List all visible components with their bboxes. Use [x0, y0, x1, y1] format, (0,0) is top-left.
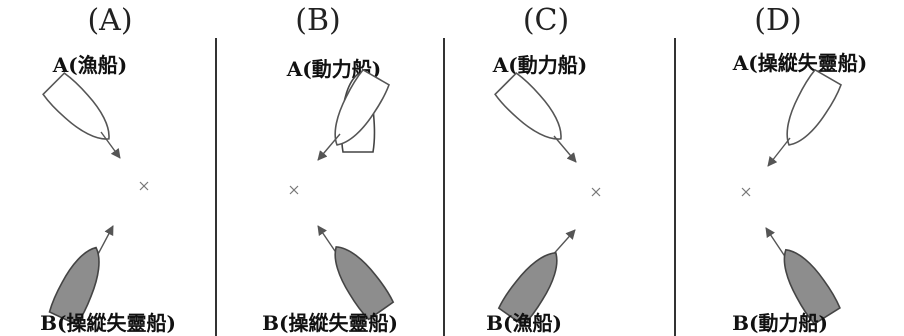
ship-a-label: A(動力船) — [492, 53, 587, 77]
panel-c: (C) A(動力船) B(漁船) — [486, 3, 601, 335]
ship-a-course-arrow — [100, 131, 121, 159]
ship-a-icon — [41, 71, 122, 152]
collision-point-icon — [741, 187, 751, 197]
panel-b: (B) A(動力船) B(操縱失靈船) — [262, 3, 398, 335]
panel-a: (A) A(漁船) B(操縱失靈船) — [40, 3, 176, 335]
ship-a-label: A(操縱失靈船) — [732, 51, 867, 75]
ship-b-label: B(動力船) — [732, 311, 828, 335]
ship-b-label: B(漁船) — [486, 311, 562, 335]
ship-a-course-arrow — [767, 137, 791, 167]
panel-d: (D) A(操縱失靈船) B(動力船) — [732, 3, 867, 335]
panel-letter: (B) — [295, 3, 340, 38]
ship-a-icon — [493, 71, 574, 152]
panel-letter: (D) — [754, 3, 801, 38]
ship-b-label: B(操縱失靈船) — [262, 311, 398, 335]
ship-b-course-arrow — [765, 227, 787, 259]
collision-point-icon — [139, 181, 149, 191]
ship-a-course-arrow — [553, 135, 577, 163]
ship-b-course-arrow — [317, 225, 338, 255]
collision-point-icon — [591, 187, 601, 197]
panel-letter: (C) — [523, 3, 569, 38]
collision-point-icon — [289, 185, 299, 195]
ship-a-icon — [773, 68, 844, 154]
ship-b-label: B(操縱失靈船) — [40, 311, 176, 335]
ship-b-course-arrow — [95, 225, 114, 259]
ship-a-course-arrow — [317, 133, 341, 161]
panel-letter: (A) — [87, 3, 132, 38]
